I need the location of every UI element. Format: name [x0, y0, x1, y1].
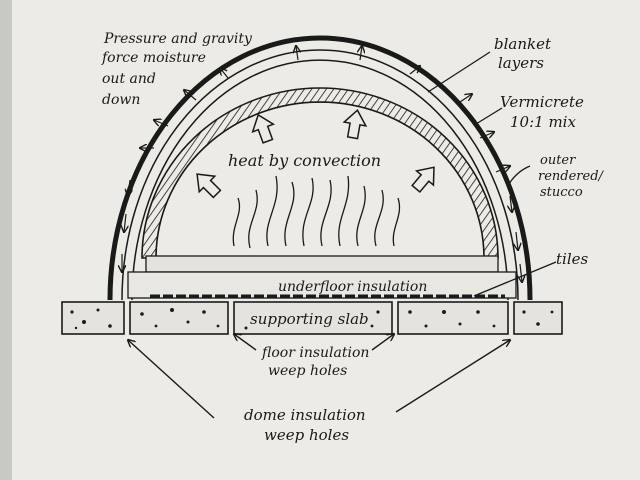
slab-aggregate [70, 308, 554, 330]
outer-label-line1: outer [540, 153, 576, 168]
vermicrete-label-line1: Vermicrete [500, 93, 584, 111]
convection-arrow-icon [411, 166, 435, 193]
slab-block [61, 301, 125, 335]
label-pressure: Pressure and gravity force moisture out … [101, 31, 253, 108]
blanket-label-line1: blanket [494, 35, 552, 53]
floor-tiles [145, 255, 499, 273]
underfloor-insulation [127, 271, 517, 299]
weep-hole-arrows [128, 334, 510, 419]
convection-arrow-icon [251, 113, 276, 144]
label-floor-weep: floor insulation weep holes [261, 345, 369, 379]
blanket-layer-inner [131, 59, 509, 301]
pressure-label-line3: out and [102, 71, 156, 87]
slab-block [397, 301, 509, 335]
inner-chamber [155, 101, 485, 259]
floor-weep-label-line2: weep holes [268, 363, 347, 379]
outer-label-line3: stucco [540, 185, 583, 200]
floor-weep-label-line1: floor insulation [261, 345, 369, 361]
outer-label-line2: rendered/ [538, 169, 605, 184]
vermicrete-layer [141, 87, 499, 259]
supporting-slab [61, 301, 563, 335]
blanket-layer-outer [121, 49, 519, 301]
supporting-slab-label: supporting slab [250, 310, 369, 328]
pressure-label-line2: force moisture [101, 50, 206, 66]
outer-stucco-layer [107, 35, 533, 301]
heat-convection-label: heat by convection [228, 151, 381, 170]
convection-arrow-icon [342, 109, 368, 140]
vermicrete-label-line2: 10:1 mix [510, 113, 576, 131]
underfloor-insulation-label: underfloor insulation [278, 279, 427, 295]
pointer-lines [427, 51, 557, 297]
label-vermicrete: Vermicrete 10:1 mix [500, 93, 584, 131]
dome-weep-label-line1: dome insulation [244, 406, 366, 424]
slab-block [233, 301, 393, 335]
blanket-label-line2: layers [498, 54, 544, 72]
tiles-label: tiles [556, 250, 588, 268]
moisture-arrows [122, 46, 522, 282]
dome-weep-label-line2: weep holes [264, 426, 349, 444]
label-blanket: blanket layers [494, 35, 552, 72]
label-dome-weep: dome insulation weep holes [244, 406, 366, 444]
convection-arrow-icon [196, 173, 222, 199]
pressure-label-line1: Pressure and gravity [103, 31, 253, 47]
label-outer: outer rendered/ stucco [538, 153, 605, 200]
pressure-label-line4: down [102, 92, 140, 108]
fire-flames [232, 175, 401, 249]
slab-block [129, 301, 229, 335]
convection-arrows [196, 109, 435, 199]
slab-block [513, 301, 563, 335]
